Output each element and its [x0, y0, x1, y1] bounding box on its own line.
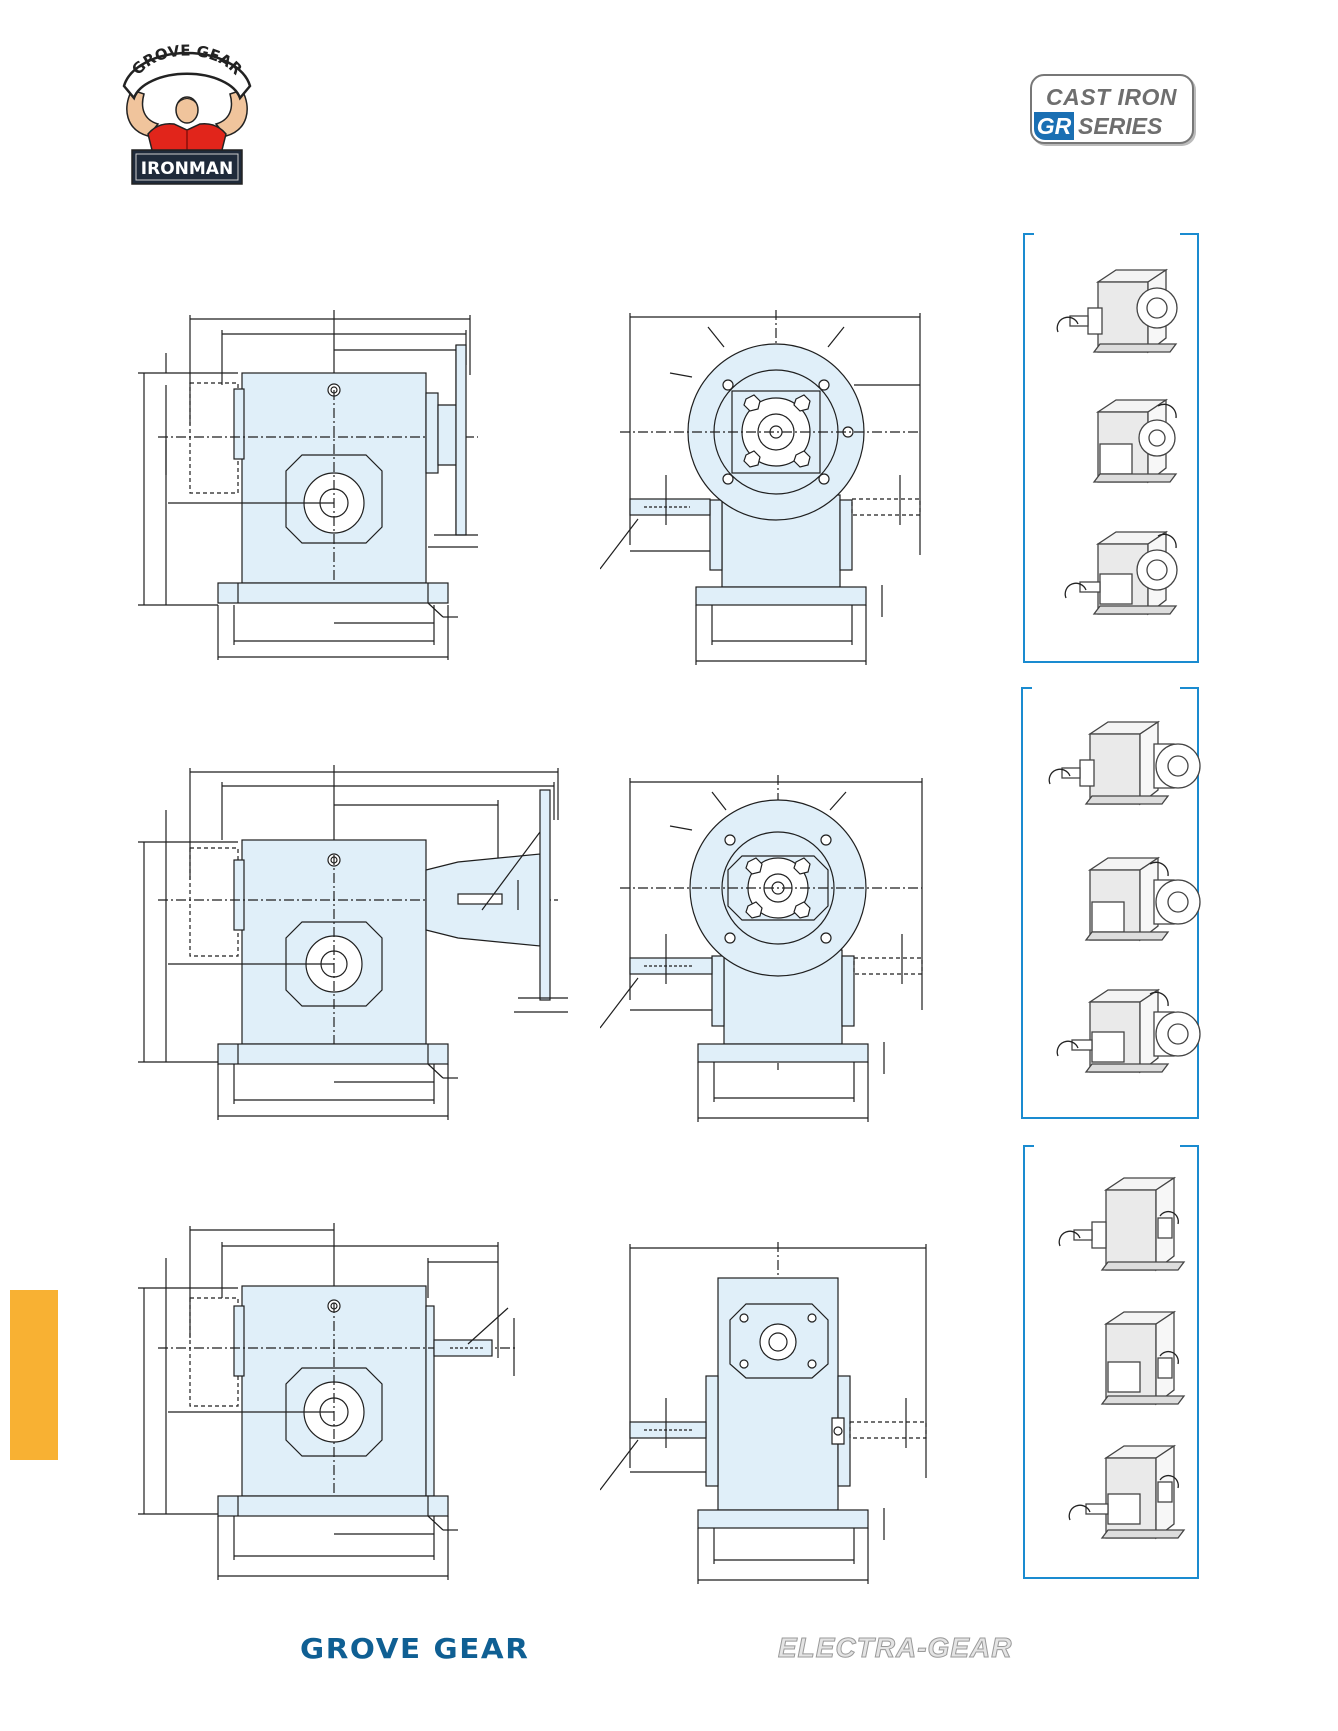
- section-side-tab: [10, 1290, 58, 1460]
- mounting-options-panel-2: [1020, 686, 1202, 1125]
- end-view-coupling: [599, 770, 940, 1135]
- cast-iron-gr-series-badge: CAST IRON GR SERIES: [1028, 72, 1194, 144]
- footer-grove-gear: GROVE GEAR: [300, 1632, 530, 1665]
- end-view-shaft: [599, 1238, 940, 1593]
- ironman-logo: GROVE GEAR IRONMAN: [118, 38, 256, 186]
- badge-prefix: GR: [1034, 112, 1074, 140]
- end-view-flange: [599, 305, 940, 680]
- mounting-options-panel-3: [1022, 1144, 1202, 1585]
- badge-frame: CAST IRON GR SERIES: [1030, 74, 1194, 144]
- badge-line2: SERIES: [1078, 113, 1163, 139]
- side-view-shaft: [138, 1218, 538, 1603]
- logo-plate-text: IRONMAN: [141, 159, 233, 179]
- side-view-coupling: [138, 760, 578, 1135]
- side-view-flange: [138, 305, 498, 680]
- badge-line1: CAST IRON: [1046, 84, 1177, 110]
- footer-electra-gear: ELECTRA-GEAR: [777, 1632, 1013, 1664]
- mounting-options-panel-1: [1022, 232, 1202, 669]
